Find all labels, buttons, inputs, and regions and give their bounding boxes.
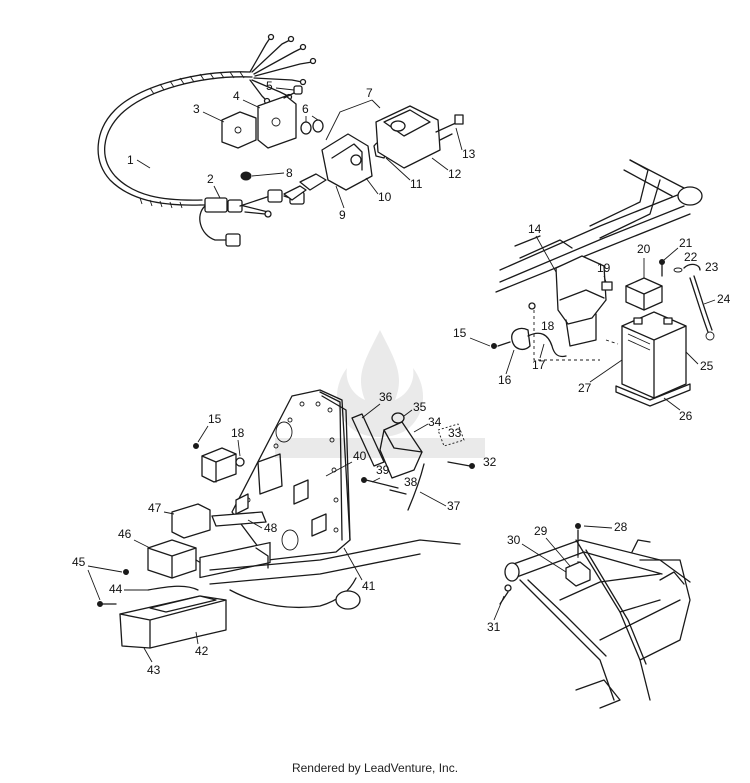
callout-1: 1 (127, 153, 134, 167)
callout-47: 47 (148, 501, 162, 515)
callout-28: 28 (614, 520, 628, 534)
callout-5: 5 (266, 79, 273, 93)
callout-45: 45 (72, 555, 86, 569)
callout-18a: 18 (541, 319, 555, 333)
callout-4: 4 (233, 89, 240, 103)
callout-12: 12 (448, 167, 462, 181)
callout-27: 27 (578, 381, 592, 395)
callout-labels-rear-frame: 28 29 30 31 (487, 520, 628, 634)
callout-41: 41 (362, 579, 376, 593)
callout-40: 40 (353, 449, 367, 463)
callout-36: 36 (379, 390, 393, 404)
callout-21: 21 (679, 236, 693, 250)
callout-22: 22 (684, 250, 698, 264)
callout-35: 35 (413, 400, 427, 414)
callout-42: 42 (195, 644, 209, 658)
flame-logo-icon (275, 330, 485, 458)
callout-26: 26 (679, 409, 693, 423)
callout-3: 3 (193, 102, 200, 116)
callout-31: 31 (487, 620, 501, 634)
callout-14: 14 (528, 222, 542, 236)
callout-15a: 15 (453, 326, 467, 340)
callout-10: 10 (378, 190, 392, 204)
callout-37: 37 (447, 499, 461, 513)
callout-13: 13 (462, 147, 476, 161)
wiring-harness-group (97, 33, 464, 247)
callout-labels-rear: 15 18 33 36 35 34 32 40 39 38 37 48 47 4… (72, 390, 497, 677)
callout-labels-battery: 14 15 16 17 18 19 20 21 22 23 24 25 26 2… (453, 222, 731, 423)
callout-38: 38 (404, 475, 418, 489)
callout-6: 6 (302, 102, 309, 116)
footer-credit: Rendered by LeadVenture, Inc. (291, 761, 459, 775)
callout-2: 2 (207, 172, 214, 186)
callout-8: 8 (286, 166, 293, 180)
callout-30: 30 (507, 533, 521, 547)
callout-33: 33 (448, 426, 462, 440)
callout-39: 39 (376, 463, 390, 477)
callout-19: 19 (597, 261, 611, 275)
callout-44: 44 (109, 582, 123, 596)
rear-panel-group (97, 389, 475, 649)
callout-48: 48 (264, 521, 278, 535)
callout-24: 24 (717, 292, 731, 306)
callout-17: 17 (532, 358, 546, 372)
callout-20: 20 (637, 242, 651, 256)
callout-25: 25 (700, 359, 714, 373)
callout-43: 43 (147, 663, 161, 677)
callout-18b: 18 (231, 426, 245, 440)
callout-11: 11 (410, 177, 423, 191)
callout-29: 29 (534, 524, 548, 538)
callout-16: 16 (498, 373, 512, 387)
callout-32: 32 (483, 455, 497, 469)
battery-frame-group (491, 159, 715, 407)
callout-labels-harness: 1 2 3 4 5 6 7 8 9 10 11 12 13 (127, 79, 476, 222)
callout-34: 34 (428, 415, 442, 429)
callout-23: 23 (705, 260, 719, 274)
callout-7: 7 (366, 86, 373, 100)
callout-9: 9 (339, 208, 346, 222)
rear-frame-group (499, 523, 691, 709)
callout-15b: 15 (208, 412, 222, 426)
callout-46: 46 (118, 527, 132, 541)
